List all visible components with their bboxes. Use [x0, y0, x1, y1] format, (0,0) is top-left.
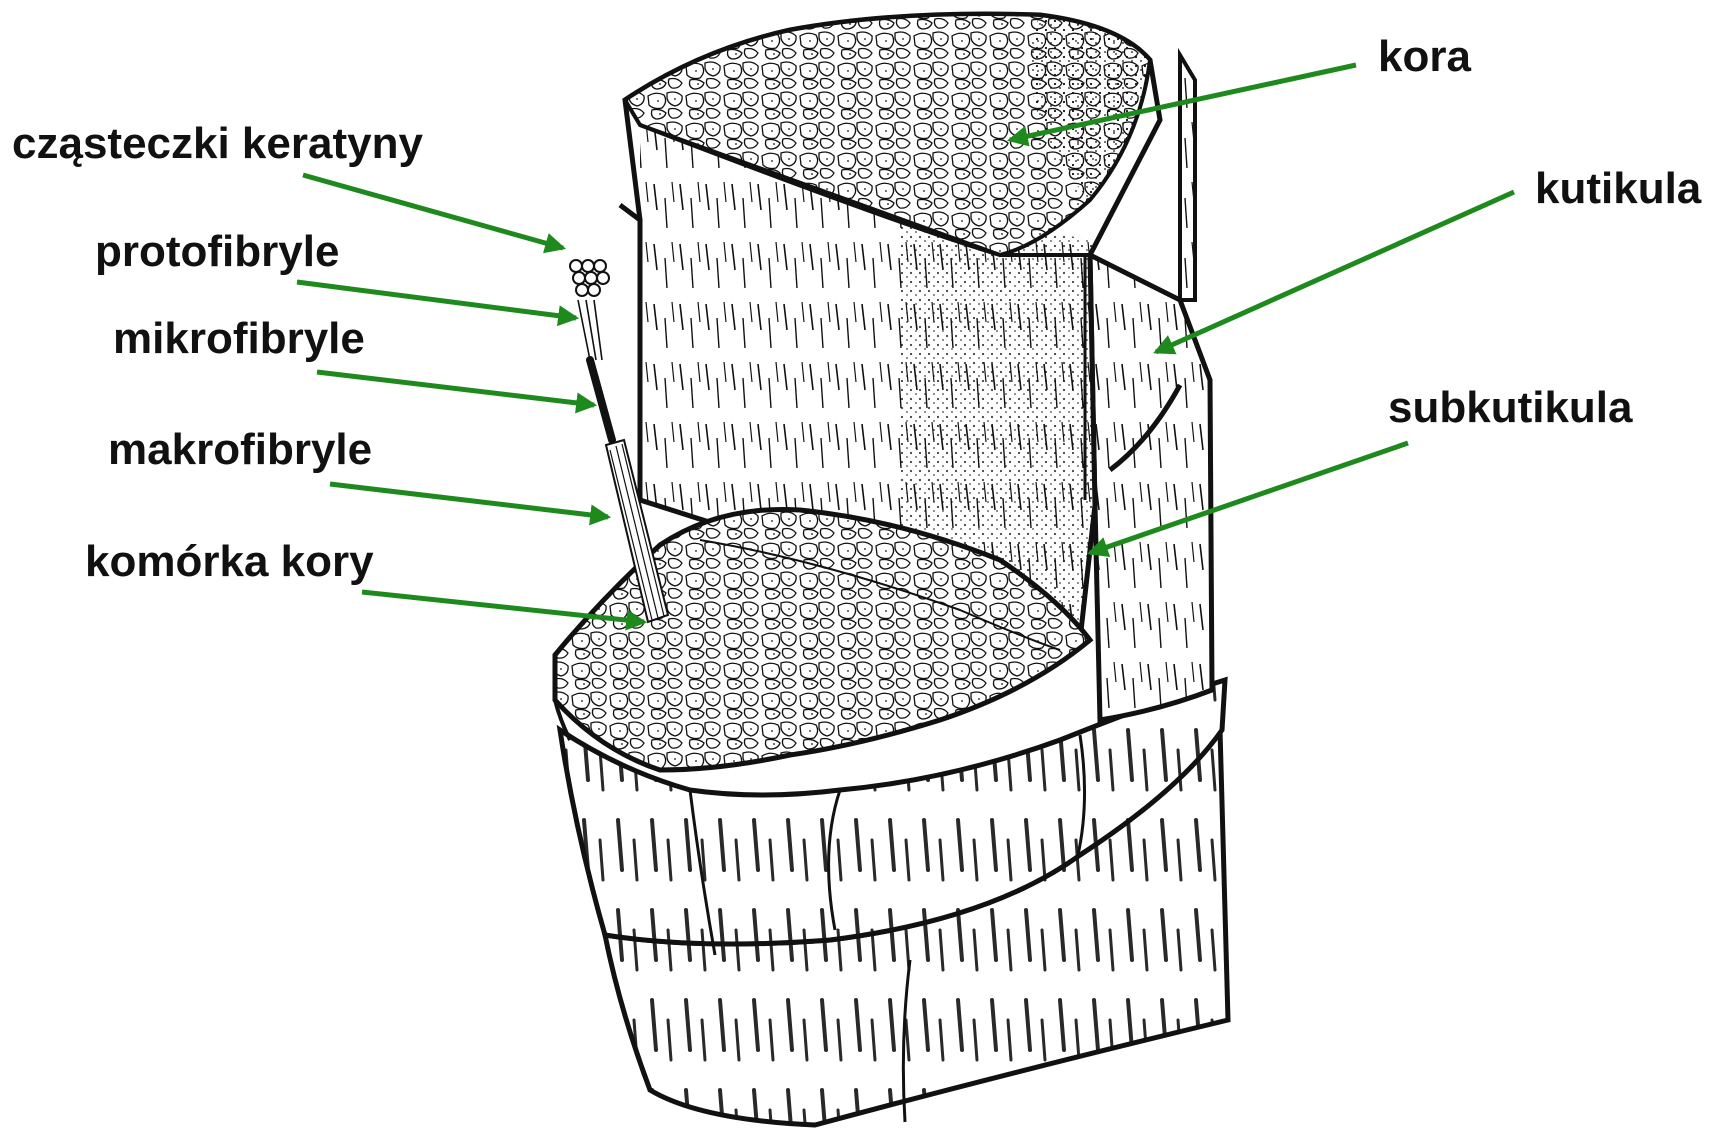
label-keratin-molecules: cząsteczki keratyny: [12, 122, 423, 166]
label-subcuticle: subkutikula: [1388, 386, 1633, 430]
keratin-coils: [570, 260, 609, 296]
arrow-microfibrils: [317, 372, 594, 405]
label-cortex: kora: [1378, 35, 1471, 79]
label-microfibrils: mikrofibryle: [113, 317, 365, 361]
arrow-keratin: [303, 175, 563, 248]
arrow-macrofibrils: [330, 484, 608, 517]
label-cuticle: kutikula: [1535, 167, 1701, 211]
label-macrofibrils: makrofibryle: [108, 428, 372, 472]
label-protofibrils: protofibryle: [95, 230, 339, 274]
arrow-cuticle: [1156, 192, 1514, 352]
label-cortex-cell: komórka kory: [85, 540, 374, 584]
arrow-protofibrils: [297, 282, 576, 318]
